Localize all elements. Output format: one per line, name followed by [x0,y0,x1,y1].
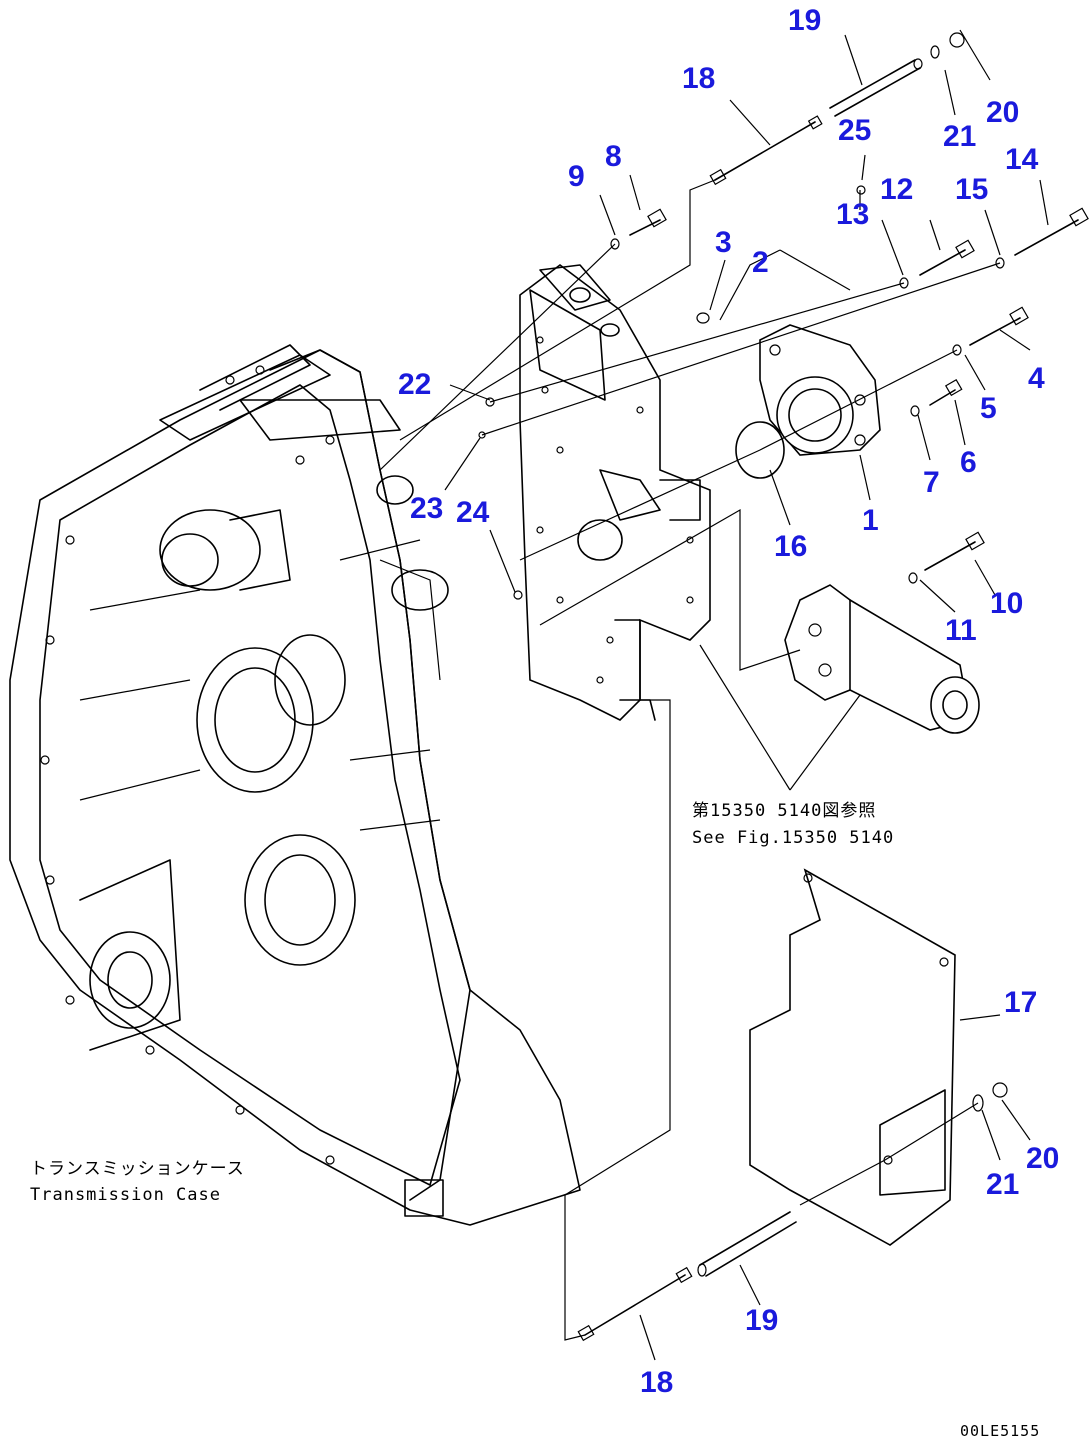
case-bolt-holes [40,365,335,1165]
callout-17: 17 [1004,986,1037,1019]
figure-reference-jp: 第15350 5140図参照 [692,801,876,821]
transmission-case [9,344,581,1226]
callout-12: 12 [880,173,913,206]
callout-leaders [444,29,1049,1361]
callout-1: 1 [862,504,879,537]
callout-7: 7 [923,466,940,499]
callout-15: 15 [955,173,988,206]
small-parts [478,32,1089,1342]
cover-plate [749,868,956,1246]
callout-9: 9 [568,160,585,193]
callout-21-top: 21 [943,120,976,153]
callout-19-bottom: 19 [745,1304,778,1337]
text-notes: 第15350 5140図参照 See Fig.15350 5140 トランスミッ… [30,801,1040,1440]
callout-2: 2 [752,246,769,279]
callout-numbers: 1 2 3 4 5 6 7 8 9 10 11 12 13 14 15 16 1… [398,4,1059,1399]
callout-10: 10 [990,587,1023,620]
callout-25: 25 [838,114,871,147]
callout-13: 13 [836,198,869,231]
callout-20-top: 20 [986,96,1019,129]
assembly-lines [379,179,1001,1341]
callout-5: 5 [980,392,997,425]
callout-18-top: 18 [682,62,715,95]
callout-3: 3 [715,226,732,259]
callout-16: 16 [774,530,807,563]
valve-body-holes [536,336,694,684]
callout-24: 24 [456,496,490,529]
callout-4: 4 [1028,362,1045,395]
o-ring [735,421,785,479]
pump-assembly [759,324,881,456]
callout-18-bottom: 18 [640,1366,673,1399]
callout-19-top: 19 [788,4,821,37]
callout-14: 14 [1005,143,1039,176]
callout-22: 22 [398,368,431,401]
callout-11: 11 [945,614,977,647]
callout-23: 23 [410,492,443,525]
callout-8: 8 [605,140,622,173]
callout-21-bottom: 21 [986,1168,1019,1201]
callout-20-bottom: 20 [1026,1142,1059,1175]
valve-body [519,264,711,721]
case-label-en: Transmission Case [30,1185,221,1205]
figure-reference-en: See Fig.15350 5140 [692,828,894,848]
callout-6: 6 [960,446,977,479]
case-label-jp: トランスミッションケース [30,1159,245,1179]
drawing-code: 00LE5155 [960,1422,1040,1440]
